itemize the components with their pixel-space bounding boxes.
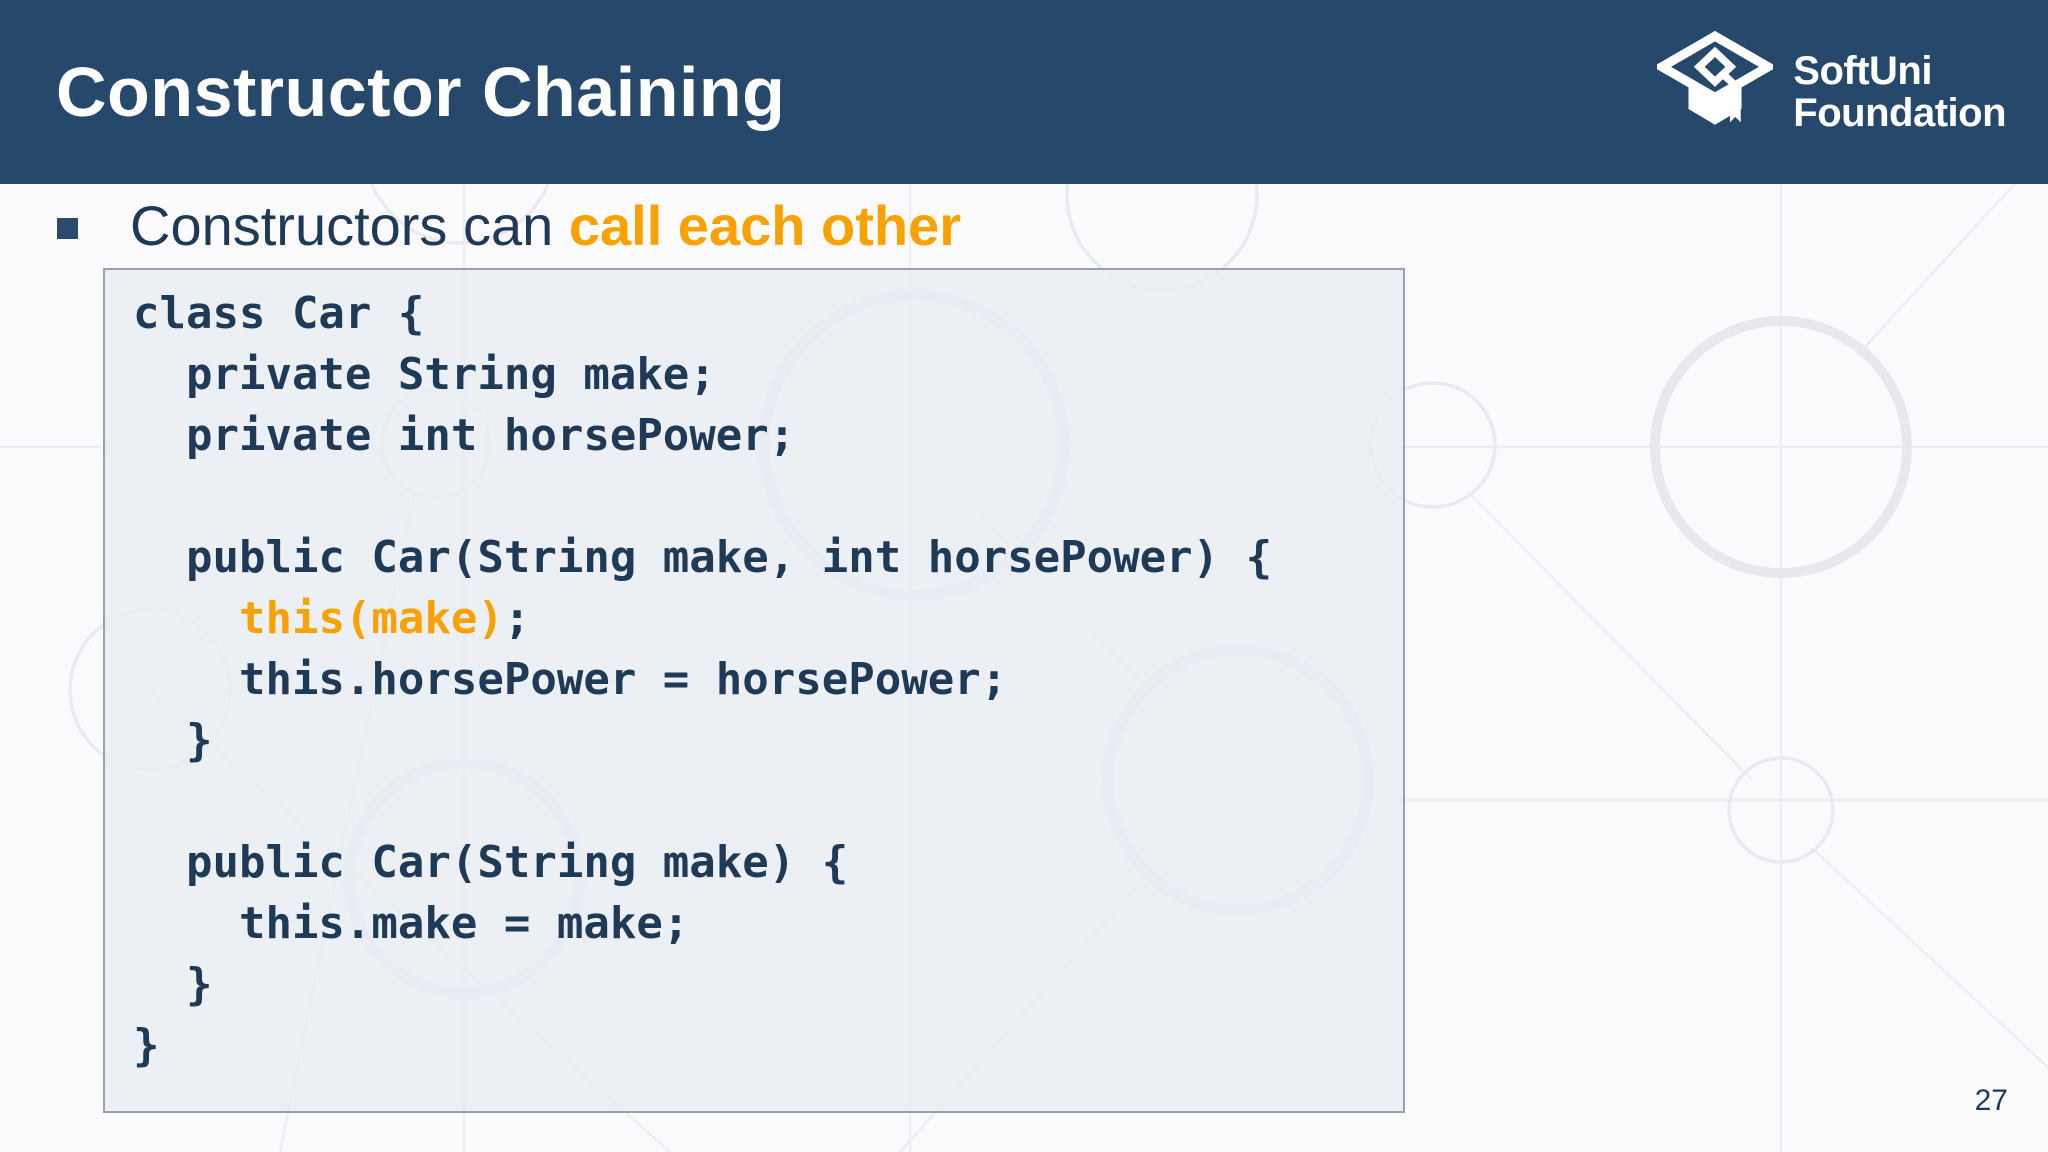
slide-title: Constructor Chaining (56, 53, 786, 131)
bullet-item: Constructors can call each other (57, 184, 961, 268)
code-line: private int horsePower; (133, 405, 1403, 466)
code-token: ; (503, 593, 531, 644)
code-line: public Car(String make) { (133, 832, 1403, 893)
code-token: class Car { (133, 288, 425, 339)
code-token: public Car(String make) { (133, 837, 849, 888)
code-token: private int horsePower; (133, 410, 796, 461)
code-token (133, 593, 239, 644)
code-token: public Car(String make, int horsePower) … (133, 532, 1273, 583)
code-line (133, 466, 1403, 527)
code-token: this.horsePower = horsePower; (133, 654, 1008, 705)
code-line: } (133, 710, 1403, 771)
code-line: this(make); (133, 588, 1403, 649)
code-line: } (133, 1015, 1403, 1076)
code-line: private String make; (133, 344, 1403, 405)
code-line: } (133, 954, 1403, 1015)
code-token: } (133, 1020, 160, 1071)
slide-content: Constructors can call each other class C… (0, 184, 2048, 1152)
code-block: class Car { private String make; private… (103, 268, 1405, 1113)
logo-line-1: SoftUni (1793, 49, 1932, 93)
code-line: class Car { (133, 283, 1403, 344)
header-bar: Constructor Chaining SoftUni Foundation (0, 0, 2048, 184)
bullet-text-normal: Constructors can (130, 194, 569, 257)
softuni-foundation-logo: SoftUni Foundation (1653, 30, 2006, 154)
page-number: 27 (1974, 1084, 2008, 1117)
code-line: this.horsePower = horsePower; (133, 649, 1403, 710)
code-token: } (133, 959, 213, 1010)
logo-line-2: Foundation (1793, 91, 2006, 135)
code-line: this.make = make; (133, 893, 1403, 954)
code-line: public Car(String make, int horsePower) … (133, 527, 1403, 588)
code-token: this.make = make; (133, 898, 690, 949)
bullet-text: Constructors can call each other (130, 184, 961, 268)
code-line (133, 771, 1403, 832)
code-token: private String make; (133, 349, 716, 400)
graduation-cap-icon (1653, 30, 1778, 154)
code-token: } (133, 715, 213, 766)
logo-wordmark: SoftUni Foundation (1793, 50, 2006, 134)
bullet-text-highlight: call each other (568, 194, 962, 257)
code-accent-token: this(make) (238, 593, 504, 644)
bullet-marker (57, 218, 78, 239)
